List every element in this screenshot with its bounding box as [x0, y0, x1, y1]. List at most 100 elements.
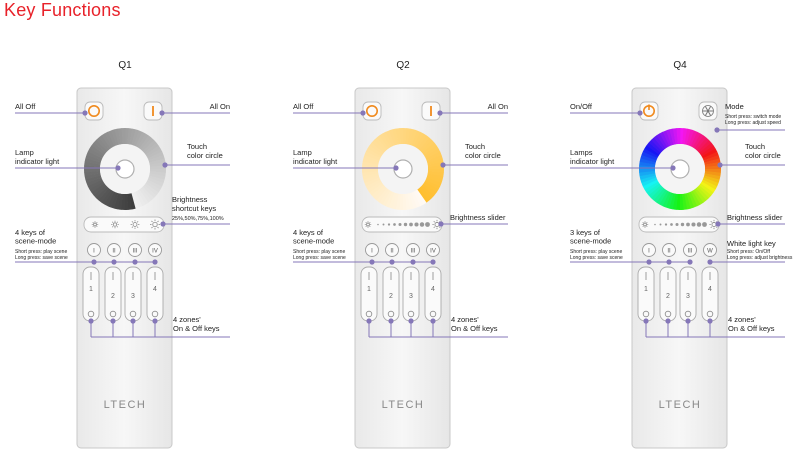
brand-logo: LTECH: [659, 399, 702, 411]
ring-segment: [422, 142, 437, 155]
slider-dot[interactable]: [664, 223, 668, 226]
ring-segment: [117, 193, 123, 210]
scene-key[interactable]: [148, 243, 162, 257]
leader-dot: [110, 318, 116, 324]
zone-number: 4: [153, 286, 157, 293]
leader-dot: [115, 165, 121, 171]
ring-segment: [420, 185, 435, 199]
ring-segment: [418, 186, 432, 201]
scene-key[interactable]: [426, 243, 440, 257]
leader-dot: [430, 318, 436, 324]
slider-dot[interactable]: [691, 222, 696, 227]
ring-segment: [142, 140, 157, 154]
scene-key[interactable]: [87, 243, 101, 257]
mode-icon: [705, 110, 709, 116]
scene-key[interactable]: [406, 243, 420, 257]
slider-dot[interactable]: [377, 223, 379, 226]
slider-dot[interactable]: [409, 222, 413, 227]
slider-dot[interactable]: [696, 222, 702, 227]
ring-segment: [639, 168, 656, 173]
callout-zones: 4 zones': [451, 315, 479, 324]
scene-key[interactable]: [128, 243, 142, 257]
ring-segment: [91, 142, 107, 155]
brightness-low-icon[interactable]: [366, 222, 370, 227]
callout-lamp: indicator light: [570, 157, 615, 166]
slider-dot[interactable]: [398, 222, 402, 227]
ring-segment: [702, 151, 719, 161]
ring-segment: [131, 192, 140, 209]
ring-segment: [110, 129, 119, 146]
ring-segment: [424, 148, 441, 159]
slider-dot[interactable]: [382, 223, 385, 226]
scene-key-label: IV: [430, 249, 436, 255]
brightness-bar[interactable]: [638, 216, 720, 233]
brightness-key-icon[interactable]: [93, 222, 97, 227]
ring-segment: [86, 151, 103, 161]
ring-segment: [146, 179, 163, 190]
ring-segment: [703, 154, 720, 163]
slider-dot[interactable]: [675, 222, 679, 227]
callout-top-right-sub: Long press: adjust speed: [725, 120, 781, 126]
ring-segment: [133, 191, 143, 208]
slider-dot[interactable]: [680, 222, 685, 227]
ring-segment: [93, 184, 108, 198]
slider-dot[interactable]: [425, 222, 430, 227]
zone-off-mark: [129, 310, 137, 318]
slider-dot[interactable]: [659, 223, 662, 226]
ring-segment: [402, 193, 407, 210]
scene-key[interactable]: [365, 243, 379, 257]
ring-segment: [129, 128, 137, 145]
ring-segment: [365, 179, 382, 190]
slider-dot[interactable]: [686, 222, 690, 227]
brightness-key-icon[interactable]: [152, 221, 158, 228]
ring-segment: [84, 161, 101, 167]
ring-segment: [104, 131, 115, 148]
ring-segment: [121, 128, 126, 145]
ring-segment: [659, 190, 670, 207]
ring-segment: [694, 188, 707, 203]
ring-segment: [379, 133, 391, 149]
scene-key-label: II: [667, 249, 671, 255]
brightness-low-icon[interactable]: [643, 222, 647, 227]
slider-dot[interactable]: [670, 223, 673, 226]
ring-segment: [686, 129, 695, 146]
scene-key[interactable]: [642, 243, 656, 257]
ring-segment: [688, 130, 698, 147]
brightness-key-icon-ray: [112, 221, 114, 223]
ring-segment: [362, 173, 379, 180]
zone-off-mark: [642, 310, 650, 318]
ring-segment: [641, 177, 658, 187]
brightness-key-icon[interactable]: [112, 222, 118, 227]
zone-off-mark: [429, 310, 437, 318]
zone-number: 3: [131, 293, 135, 300]
slider-dot[interactable]: [403, 222, 408, 227]
brightness-key-icon[interactable]: [132, 222, 138, 227]
ring-segment: [87, 179, 104, 190]
scene-key-label: IV: [152, 249, 158, 255]
callout-scene: scene-mode: [570, 237, 611, 246]
brightness-bar[interactable]: [83, 216, 165, 233]
top-left-button[interactable]: [362, 101, 382, 121]
scene-key[interactable]: [703, 243, 717, 257]
scene-key[interactable]: [683, 243, 697, 257]
slider-dot[interactable]: [419, 222, 425, 227]
slider-dot[interactable]: [654, 223, 656, 226]
ring-segment: [692, 133, 704, 149]
slider-dot[interactable]: [702, 222, 707, 227]
brightness-bar[interactable]: [361, 216, 443, 233]
scene-key[interactable]: [107, 243, 121, 257]
ring-segment: [679, 193, 684, 210]
scene-key[interactable]: [385, 243, 399, 257]
zone-off-mark: [109, 310, 117, 318]
slider-dot[interactable]: [387, 223, 391, 226]
ring-segment: [379, 189, 391, 205]
ring-segment: [376, 187, 389, 203]
top-left-button[interactable]: [84, 101, 104, 121]
slider-dot[interactable]: [414, 222, 419, 227]
ring-segment: [133, 130, 143, 147]
ring-segment: [143, 183, 159, 196]
scene-key[interactable]: [662, 243, 676, 257]
callout-white-sub: Short press: On/Off: [727, 249, 771, 255]
ring-segment: [84, 157, 101, 165]
slider-dot[interactable]: [393, 223, 396, 226]
